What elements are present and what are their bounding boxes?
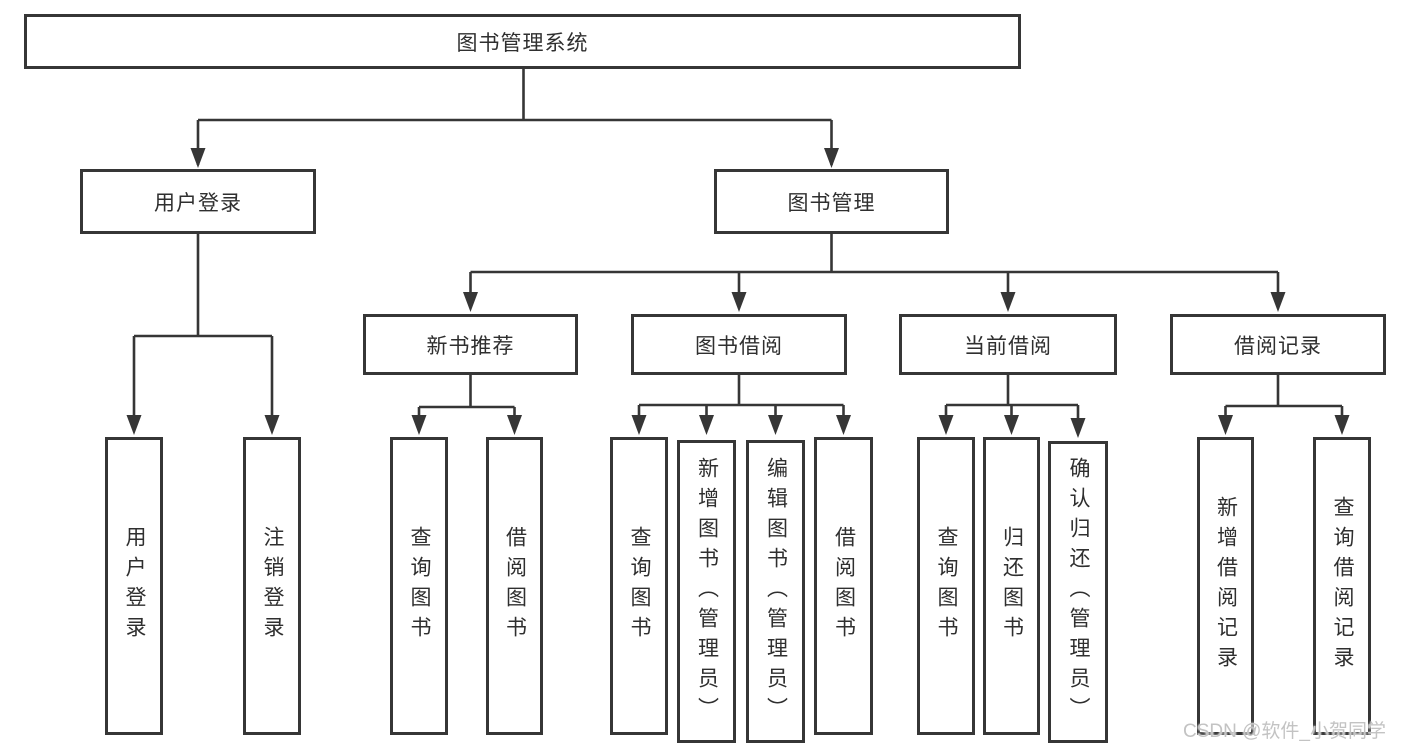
leaf-edit-books-admin: 编辑图书（管理员） — [746, 440, 805, 743]
leaf-add-borrow-record: 新增借阅记录 — [1197, 437, 1254, 735]
leaf-return-books: 归还图书 — [983, 437, 1040, 735]
leaf-current-query-books: 查询图书 — [917, 437, 975, 735]
node-new-book-recommend: 新书推荐 — [363, 314, 578, 375]
leaf-confirm-return-admin: 确认归还（管理员） — [1048, 441, 1108, 743]
node-borrowing-records: 借阅记录 — [1170, 314, 1386, 375]
leaf-recommend-query-books: 查询图书 — [390, 437, 448, 735]
leaf-borrowing-query-books: 查询图书 — [610, 437, 668, 735]
node-book-borrowing: 图书借阅 — [631, 314, 847, 375]
leaf-add-borrow-record-label: 新增借阅记录 — [1214, 496, 1238, 676]
node-user-login: 用户登录 — [80, 169, 316, 234]
leaf-current-query-books-label: 查询图书 — [935, 526, 958, 646]
leaf-query-borrow-record-label: 查询借阅记录 — [1331, 496, 1354, 676]
leaf-return-books-label: 归还图书 — [1000, 526, 1024, 646]
leaf-logout-label: 注销登录 — [261, 526, 284, 646]
leaf-user-login-label: 用户登录 — [123, 526, 146, 646]
leaf-logout: 注销登录 — [243, 437, 301, 735]
leaf-add-books-admin-label: 新增图书（管理员） — [695, 456, 719, 727]
node-current-borrowing: 当前借阅 — [899, 314, 1117, 375]
leaf-edit-books-admin-label: 编辑图书（管理员） — [764, 456, 788, 727]
leaf-borrowing-query-books-label: 查询图书 — [628, 526, 651, 646]
node-book-management-label: 图书管理 — [787, 191, 876, 215]
leaf-add-books-admin: 新增图书（管理员） — [677, 440, 736, 743]
node-root-label: 图书管理系统 — [456, 31, 589, 55]
node-borrowing-records-label: 借阅记录 — [1234, 334, 1322, 358]
node-current-borrowing-label: 当前借阅 — [964, 334, 1052, 358]
node-book-management: 图书管理 — [714, 169, 949, 234]
csdn-watermark: CSDN @软件_小贺同学 — [1183, 721, 1386, 742]
leaf-recommend-borrow-books-label: 借阅图书 — [503, 526, 527, 646]
leaf-recommend-query-books-label: 查询图书 — [408, 526, 431, 646]
leaf-confirm-return-admin-label: 确认归还（管理员） — [1067, 457, 1090, 727]
leaf-borrowing-borrow-books-label: 借阅图书 — [832, 526, 856, 646]
leaf-borrowing-borrow-books: 借阅图书 — [814, 437, 873, 735]
node-user-login-label: 用户登录 — [154, 191, 242, 215]
leaf-user-login: 用户登录 — [105, 437, 163, 735]
leaf-query-borrow-record: 查询借阅记录 — [1313, 437, 1371, 735]
node-root: 图书管理系统 — [24, 14, 1021, 69]
leaf-recommend-borrow-books: 借阅图书 — [486, 437, 543, 735]
node-book-borrowing-label: 图书借阅 — [695, 334, 783, 358]
node-new-book-recommend-label: 新书推荐 — [426, 334, 515, 358]
